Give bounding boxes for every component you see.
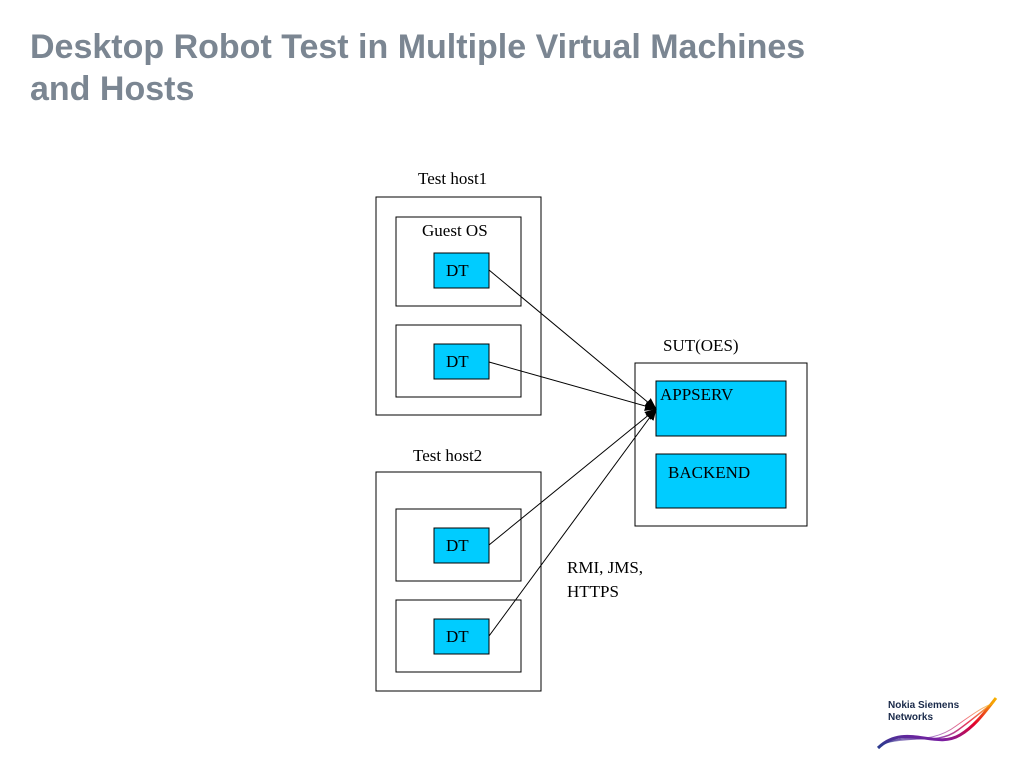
- test-host1-label: Test host1: [418, 169, 487, 188]
- dt-label-2: DT: [446, 352, 469, 371]
- title-line-2: and Hosts: [30, 70, 195, 108]
- backend-label: BACKEND: [668, 463, 750, 482]
- dt-label-4: DT: [446, 627, 469, 646]
- dt-label-3: DT: [446, 536, 469, 555]
- logo-text-line2: Networks: [888, 712, 933, 723]
- arrow-dt3-to-appserv: [488, 408, 657, 546]
- slide-title: Desktop Robot Test in Multiple Virtual M…: [30, 26, 990, 110]
- guest-os-label: Guest OS: [422, 221, 488, 240]
- dt-box-4: [433, 618, 490, 655]
- appserv-box: [655, 380, 787, 437]
- logo-text-line1: Nokia Siemens: [888, 700, 960, 711]
- dt-box-3: [433, 527, 490, 564]
- arrow-dt2-to-appserv: [488, 361, 657, 411]
- test-host2-label: Test host2: [413, 446, 482, 465]
- protocol-label-line2: HTTPS: [567, 582, 619, 601]
- protocol-label-line1: RMI, JMS,: [567, 558, 643, 577]
- title-line-1: Desktop Robot Test in Multiple Virtual M…: [30, 28, 806, 66]
- backend-box: [655, 453, 787, 509]
- arrow-dt1-to-appserv: [488, 269, 657, 410]
- sut-label: SUT(OES): [663, 336, 739, 355]
- nokia-siemens-networks-logo: Nokia Siemens Networks: [876, 697, 998, 750]
- appserv-label: APPSERV: [660, 385, 734, 404]
- arrow-dt4-to-appserv: [488, 408, 657, 637]
- dt-label-1: DT: [446, 261, 469, 280]
- dt-box-2: [433, 343, 490, 380]
- logo-swoosh-icon: [876, 697, 998, 750]
